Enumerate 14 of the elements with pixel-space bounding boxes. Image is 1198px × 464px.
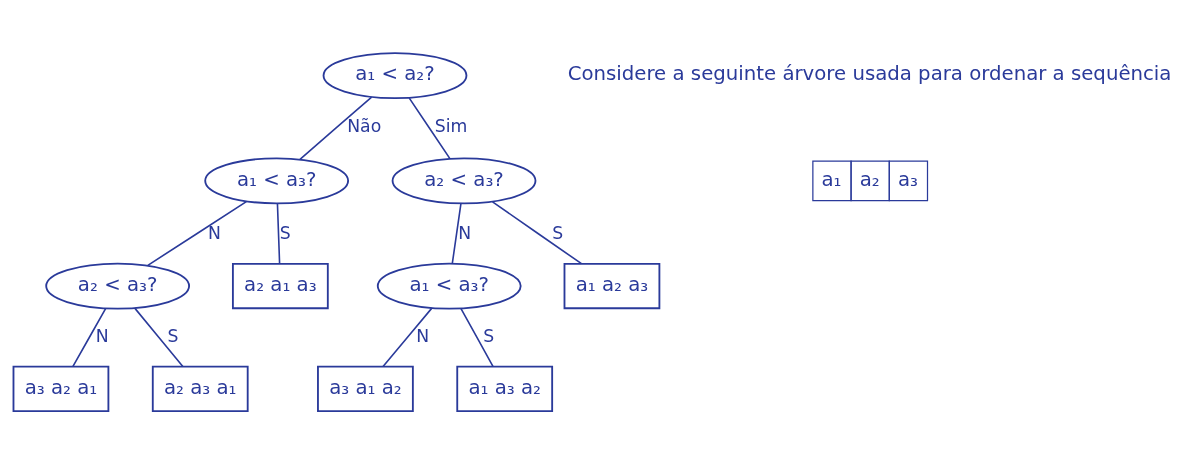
edge-label: N — [95, 326, 109, 347]
label: a₃ — [897, 167, 918, 191]
edge-label: S — [483, 326, 495, 347]
label: a₁ — [821, 167, 842, 191]
edge-label: S — [552, 223, 564, 244]
edge-label: Sim — [434, 115, 468, 136]
edge-label: S — [167, 326, 179, 347]
edge-label: N — [458, 223, 472, 244]
edge-label: S — [279, 223, 291, 244]
edge-label: N — [207, 223, 221, 244]
label: Considere a seguinte árvore usada para ordenar a sequência — [567, 62, 1172, 86]
edge-label: Não — [347, 115, 382, 136]
edge-label: N — [416, 326, 430, 347]
label: a₂ — [859, 167, 880, 191]
